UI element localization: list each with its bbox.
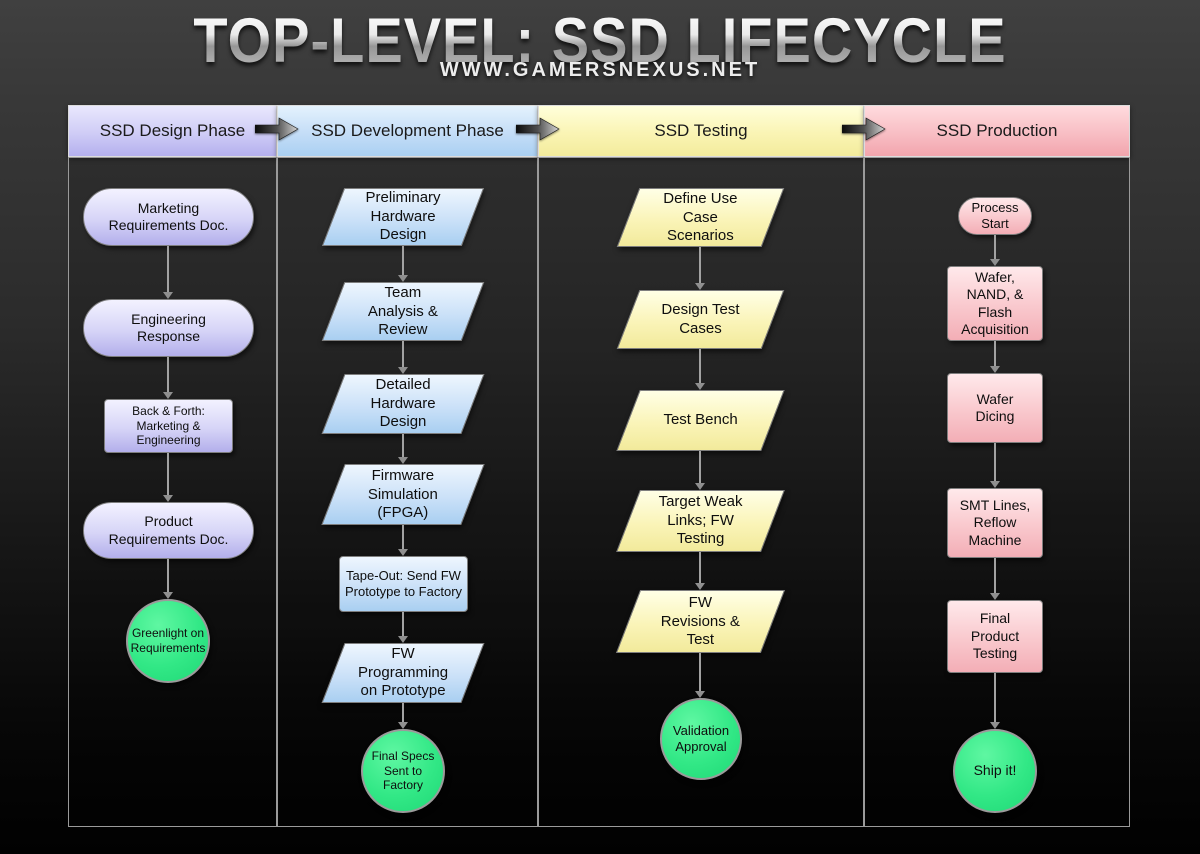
step-label: Firmware Simulation (FPGA) [367,466,439,521]
column-header-design: SSD Design Phase [68,105,277,157]
flow-arrow-icon [163,357,173,399]
flow-arrow-icon [398,341,408,374]
flow-arrow-icon [695,349,705,390]
phase-arrow-icon [842,117,886,141]
flow-arrow-icon [695,247,705,290]
step-final-product-testing: Final Product Testing [947,600,1043,673]
flow-arrow-icon [163,453,173,502]
column-header-development: SSD Development Phase [277,105,538,157]
step-label: Test Bench [663,411,738,429]
step-target-weak-links: Target Weak Links; FW Testing [616,490,785,552]
step-label: Detailed Hardware Design [370,376,436,431]
column-header-testing: SSD Testing [538,105,864,157]
phase-arrow-icon [516,117,560,141]
flow-arrow-icon [990,235,1000,266]
flow-arrow-icon [990,443,1000,488]
flow-arrow-icon [398,612,408,643]
flow-arrow-icon [398,525,408,556]
page-subtitle-wrap: WWW.GAMERSNEXUS.NET [0,59,1200,82]
column-header-testing-label: SSD Testing [654,121,748,140]
milestone-final-specs: Final Specs Sent to Factory [361,729,445,813]
step-label: Define Use Case Scenarios [663,189,738,244]
column-development: SSD Development Phase [277,105,538,827]
milestone-ship-it: Ship it! [953,729,1037,813]
flow-arrow-icon [695,552,705,590]
step-process-start: Process Start [958,197,1032,235]
step-test-bench: Test Bench [616,390,785,451]
page-title: TOP-LEVEL: SSD LIFECYCLE [193,5,1007,76]
step-label: Preliminary Hardware Design [365,189,441,244]
column-header-production-label: SSD Production [936,121,1058,140]
phase-arrow-icon [255,117,299,141]
column-header-design-label: SSD Design Phase [99,121,246,140]
column-header-production: SSD Production [864,105,1130,157]
step-label: Target Weak Links; FW Testing [658,493,743,548]
site-url: WWW.GAMERSNEXUS.NET [439,59,761,81]
step-engineering-response: Engineering Response [83,299,254,357]
step-label: Design Test Cases [661,300,740,337]
flow-arrow-icon [163,246,173,299]
milestone-greenlight: Greenlight on Requirements [126,599,210,683]
flow-arrow-icon [990,341,1000,373]
step-fw-revisions-test: FW Revisions & Test [615,590,786,653]
column-body-design [68,157,277,827]
page-title-wrap: TOP-LEVEL: SSD LIFECYCLE [0,4,1200,76]
flow-arrow-icon [695,451,705,490]
flow-arrow-icon [990,558,1000,600]
column-design: SSD Design Phase [68,105,277,827]
step-define-use-case-scenarios: Define Use Case Scenarios [616,188,785,247]
step-firmware-simulation-fpga: Firmware Simulation (FPGA) [321,464,485,525]
step-label: FW Programming on Prototype [357,645,449,700]
step-team-analysis-review: Team Analysis & Review [321,282,485,341]
step-design-test-cases: Design Test Cases [616,290,785,349]
flow-arrow-icon [990,673,1000,729]
flow-arrow-icon [163,559,173,599]
flow-arrow-icon [398,703,408,729]
column-header-development-label: SSD Development Phase [311,121,504,140]
step-detailed-hardware-design: Detailed Hardware Design [321,374,485,434]
step-back-and-forth: Back & Forth: Marketing & Engineering [104,399,233,453]
flow-arrow-icon [695,653,705,698]
step-product-requirements-doc: Product Requirements Doc. [83,502,254,559]
step-label: FW Revisions & Test [660,593,741,648]
step-wafer-dicing: Wafer Dicing [947,373,1043,443]
step-fw-programming-prototype: FW Programming on Prototype [321,643,485,703]
flow-arrow-icon [398,434,408,464]
step-label: Team Analysis & Review [367,283,439,338]
step-smt-lines-reflow: SMT Lines, Reflow Machine [947,488,1043,558]
step-preliminary-hardware-design: Preliminary Hardware Design [321,188,485,246]
step-tape-out: Tape-Out: Send FW Prototype to Factory [339,556,468,612]
step-marketing-requirements-doc: Marketing Requirements Doc. [83,188,254,246]
flow-arrow-icon [398,246,408,282]
milestone-validation-approval: Validation Approval [660,698,742,780]
step-wafer-nand-flash-acquisition: Wafer, NAND, & Flash Acquisition [947,266,1043,341]
